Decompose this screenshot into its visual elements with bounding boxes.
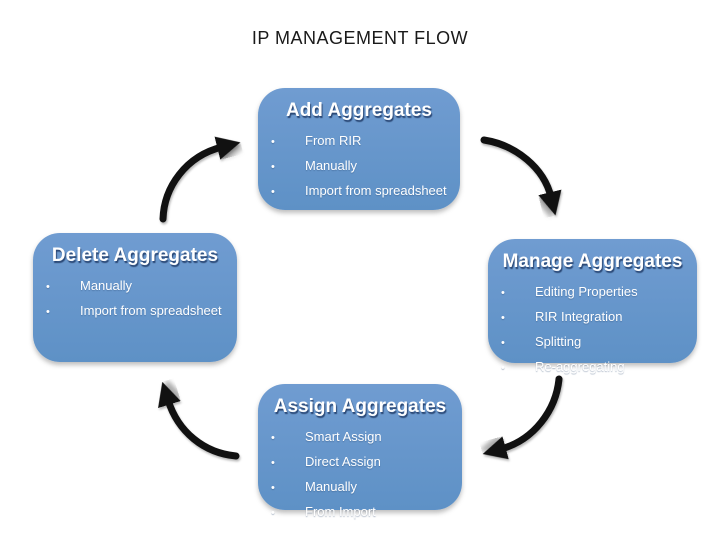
bullet-icon: • xyxy=(46,306,50,318)
bullet-icon: • xyxy=(271,136,275,148)
node-manage-aggregates-list: •Editing Properties •RIR Integration •Sp… xyxy=(488,280,697,380)
node-add-aggregates: Add Aggregates •From RIR •Manually •Impo… xyxy=(258,88,460,210)
node-manage-aggregates-title: Manage Aggregates xyxy=(502,251,683,272)
bullet-icon: • xyxy=(271,161,275,173)
node-add-aggregates-list: •From RIR •Manually •Import from spreads… xyxy=(258,129,460,204)
bullet-icon: • xyxy=(46,281,50,293)
list-item: •From Import xyxy=(258,500,462,525)
bullet-icon: • xyxy=(501,362,505,374)
list-item: •Manually xyxy=(33,274,237,299)
bullet-icon: • xyxy=(501,287,505,299)
node-add-aggregates-title: Add Aggregates xyxy=(285,100,433,121)
list-item: •Import from spreadsheet xyxy=(258,179,460,204)
bullet-icon: • xyxy=(271,482,275,494)
bullet-icon: • xyxy=(501,337,505,349)
node-assign-aggregates-title: Assign Aggregates xyxy=(273,396,447,417)
arrow-assign-to-delete-icon xyxy=(158,381,240,460)
node-assign-aggregates: Assign Aggregates •Smart Assign •Direct … xyxy=(258,384,462,519)
list-item: •Direct Assign xyxy=(258,450,462,475)
node-assign-aggregates-list: •Smart Assign •Direct Assign •Manually •… xyxy=(258,425,462,525)
bullet-icon: • xyxy=(271,186,275,198)
arrow-manage-to-assign-icon xyxy=(482,375,563,460)
list-item: •From RIR xyxy=(258,129,460,154)
list-item: •Manually xyxy=(258,154,460,179)
list-item: •Import from spreadsheet xyxy=(33,299,237,324)
node-manage-aggregates: Manage Aggregates •Editing Properties •R… xyxy=(488,239,697,374)
arrow-delete-to-add-icon xyxy=(159,136,241,223)
list-item: •Manually xyxy=(258,475,462,500)
list-item: •Editing Properties xyxy=(488,280,697,305)
bullet-icon: • xyxy=(501,312,505,324)
node-delete-aggregates-list: •Manually •Import from spreadsheet xyxy=(33,274,237,324)
diagram-title: IP MANAGEMENT FLOW xyxy=(251,28,469,48)
bullet-icon: • xyxy=(271,457,275,469)
list-item: •Splitting xyxy=(488,330,697,355)
node-delete-aggregates: Delete Aggregates •Manually •Import from… xyxy=(33,233,237,362)
bullet-icon: • xyxy=(271,507,275,519)
arrow-add-to-manage-icon xyxy=(480,136,562,216)
list-item: •RIR Integration xyxy=(488,305,697,330)
node-delete-aggregates-title: Delete Aggregates xyxy=(51,245,219,266)
list-item: •Smart Assign xyxy=(258,425,462,450)
list-item: •Re-aggregating xyxy=(488,355,697,380)
bullet-icon: • xyxy=(271,432,275,444)
